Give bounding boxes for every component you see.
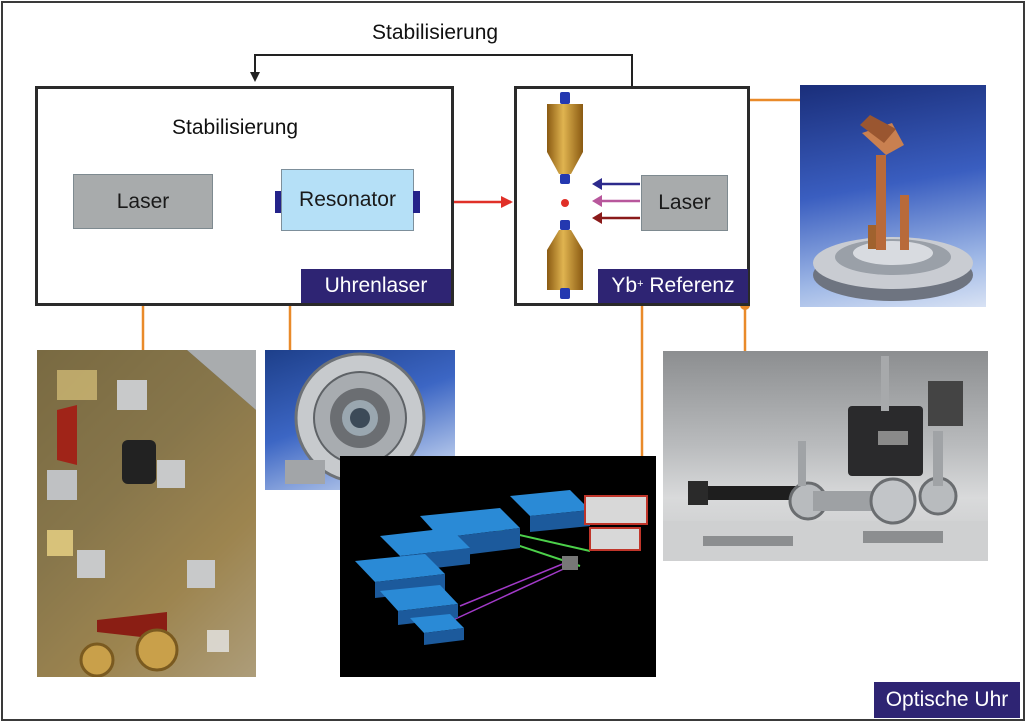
circuit-board-image [37, 350, 256, 677]
ion-charge: + [637, 278, 644, 290]
laser-modules-image [355, 490, 648, 645]
ion-trap-electrodes-icon [547, 92, 583, 299]
laser-label: Laser [116, 189, 170, 213]
reference-tag-text: Referenz [643, 274, 735, 297]
reference-laser-label: Laser [658, 191, 711, 214]
resonator-mirror-left [275, 191, 282, 213]
ion-trap-photo [800, 85, 986, 307]
ion-trap-image [813, 115, 973, 301]
vacuum-chamber-photo [663, 351, 988, 561]
laser-box: Laser [73, 174, 213, 229]
outer-feedback-loop [250, 54, 633, 86]
laser-system-photo [340, 456, 656, 677]
optical-clock-tag: Optische Uhr [874, 682, 1020, 718]
reference-laser-box: Laser [641, 175, 728, 231]
resonator-label: Resonator [299, 188, 396, 211]
resonator-box: Resonator [281, 169, 414, 231]
inner-feedback-label: Stabilisierung [172, 116, 299, 139]
ion-symbol: Yb [611, 274, 638, 297]
clock-laser-tag: Uhrenlaser [301, 269, 451, 303]
reference-tag: Yb+ Referenz [598, 269, 748, 303]
laser-circuit-board-photo [37, 350, 256, 677]
resonator-mirror-right [413, 191, 420, 213]
resonator-flange-image [285, 352, 426, 484]
probe-beam-arrows [592, 178, 640, 224]
vacuum-chamber-image [663, 356, 988, 561]
outer-feedback-label: Stabilisierung [372, 21, 499, 44]
